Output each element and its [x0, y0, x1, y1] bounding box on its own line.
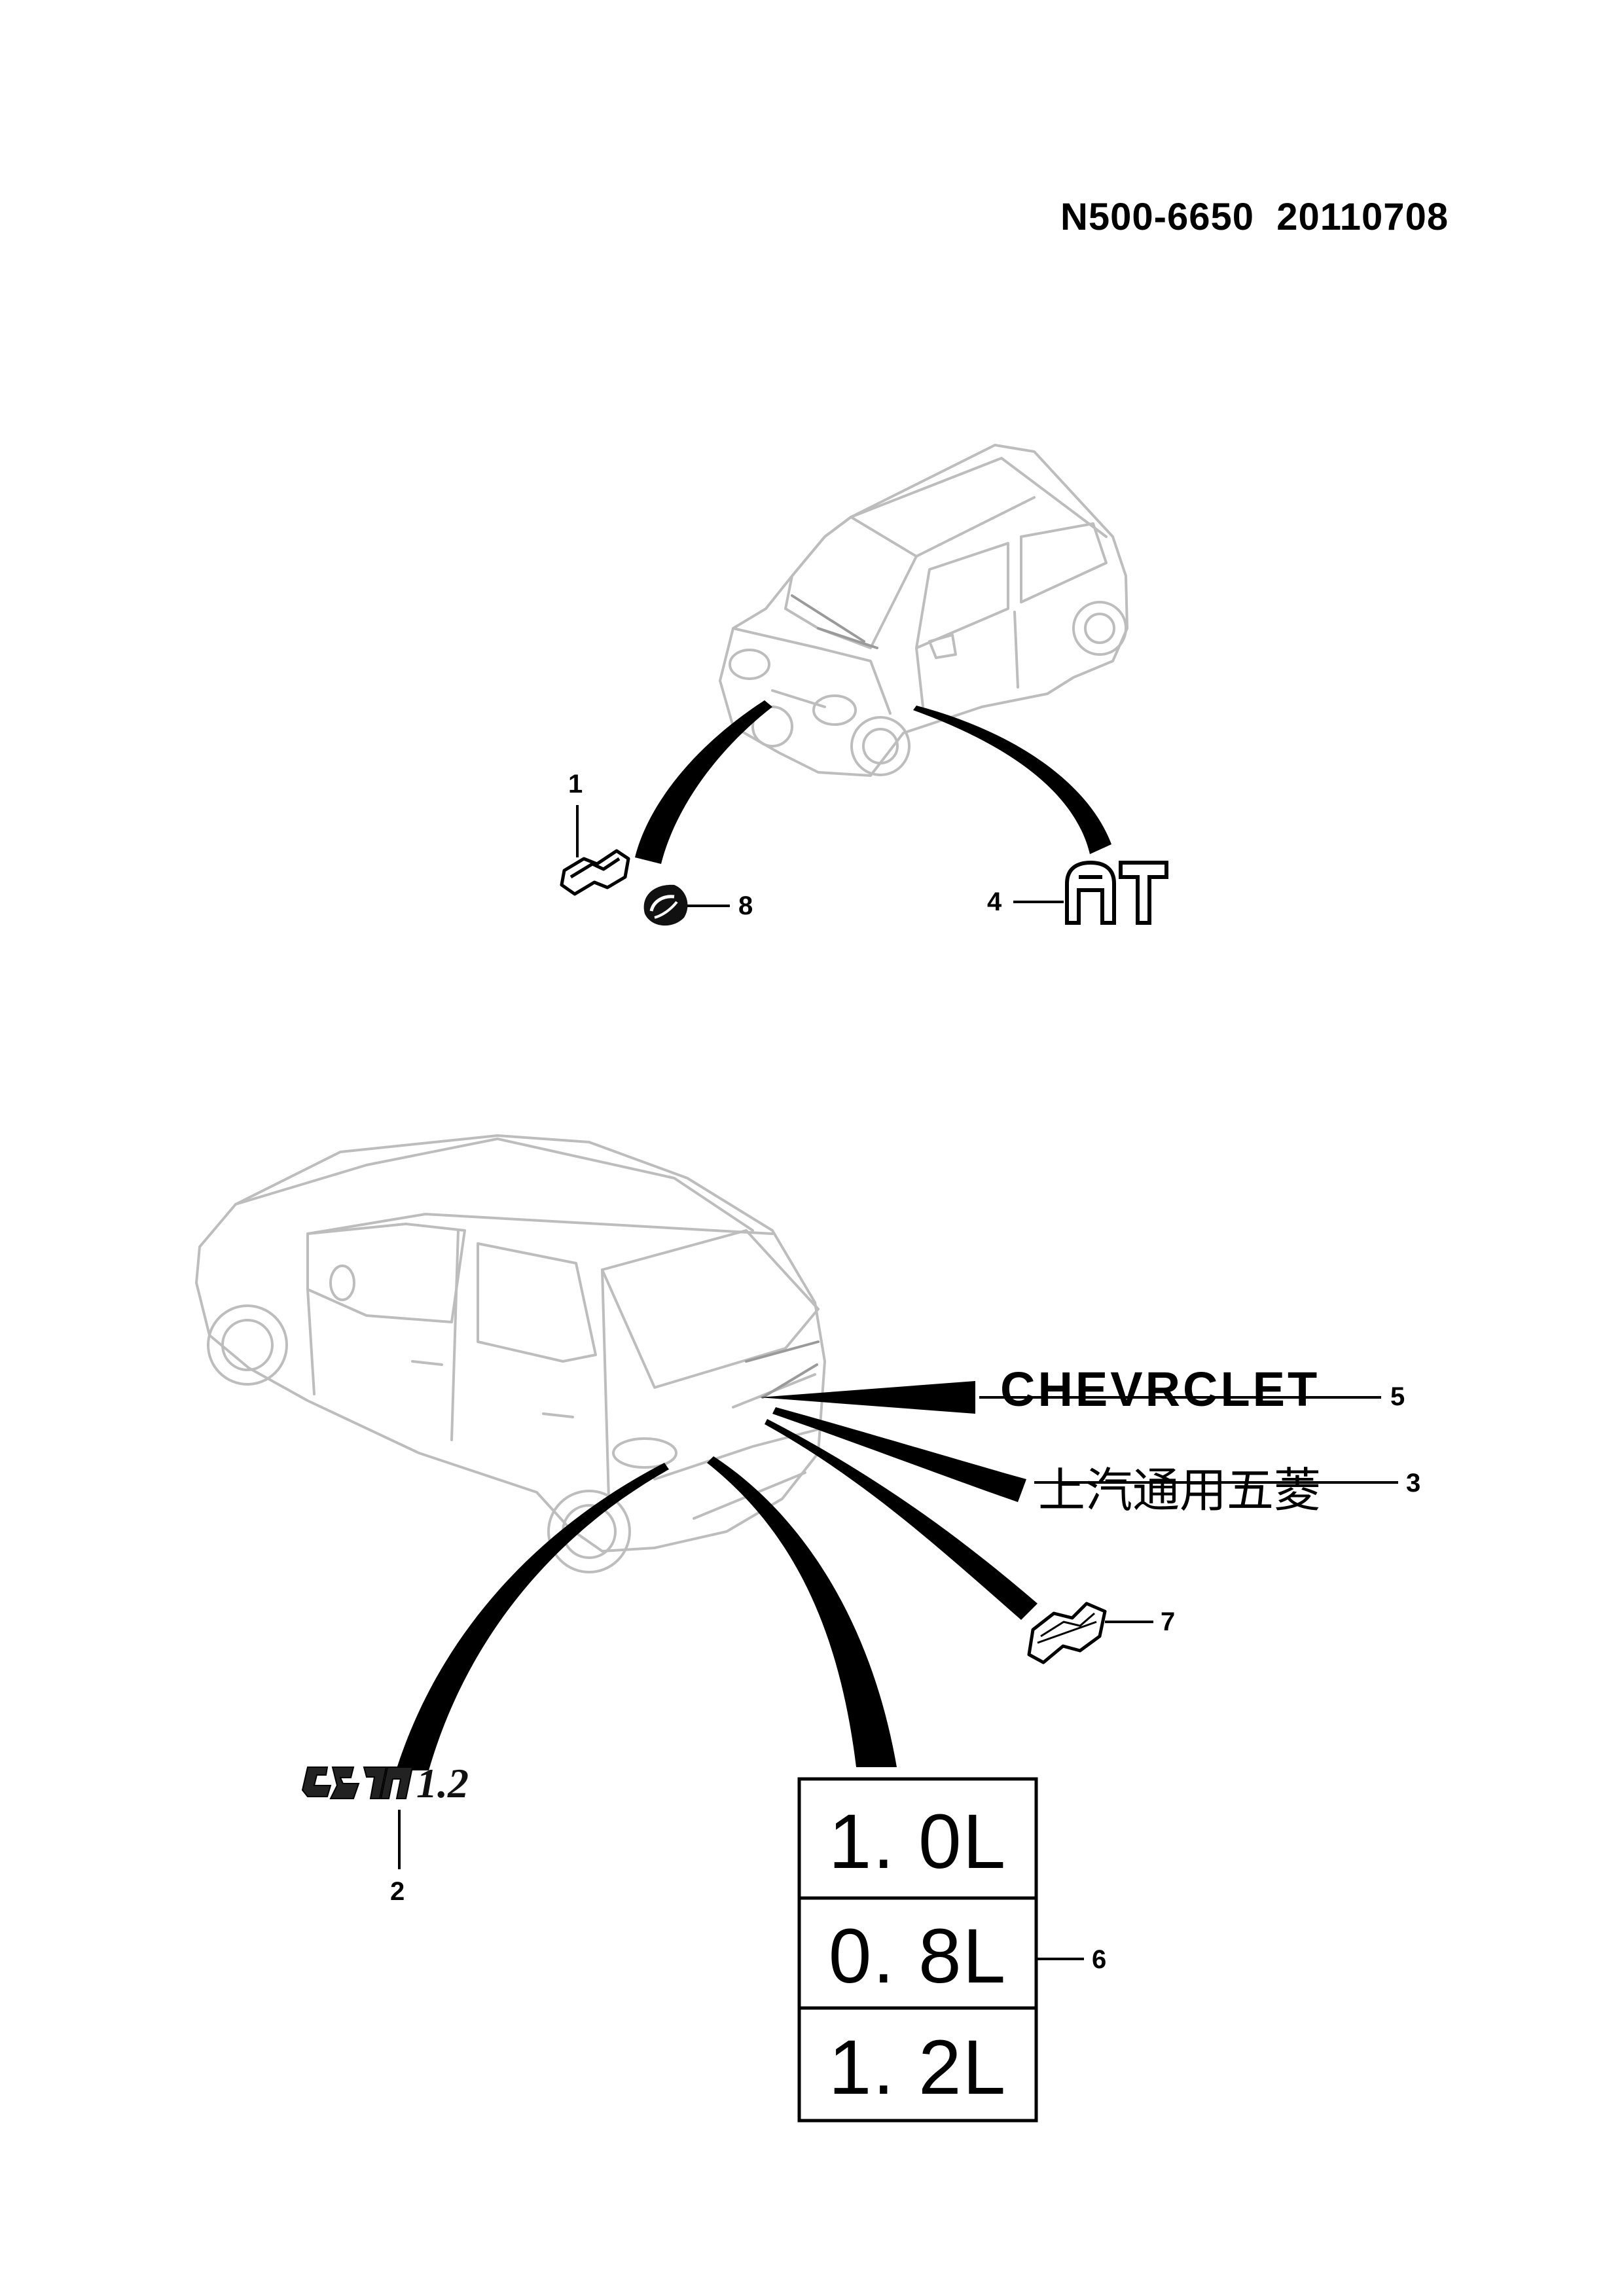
document-code: N500-6650 20110708 [1060, 196, 1449, 238]
model-emblem-number: 1.2 [416, 1760, 469, 1806]
callout-lines-top [576, 805, 1064, 907]
leader-sweep-5 [759, 1381, 975, 1414]
leader-sweep-3 [772, 1407, 1026, 1502]
displacement-badge-1-2l: 1. 2L [828, 2024, 1007, 2111]
bowtie-emblem-rear-icon [1027, 1602, 1107, 1664]
leader-sweep-4 [913, 706, 1111, 854]
chevrolet-word-badge: CHEVRCLET [1000, 1362, 1320, 1416]
rear-car-illustration [195, 1134, 829, 1573]
at-badge-icon [1065, 860, 1168, 925]
leader-sweep-6 [707, 1456, 897, 1767]
leader-sweep-8 [635, 700, 772, 864]
callout-4: 4 [987, 888, 1002, 916]
displacement-badge-frame [797, 1777, 1038, 2123]
callout-8: 8 [738, 891, 753, 920]
callout-2: 2 [390, 1877, 405, 1906]
leader-sweep-7 [765, 1419, 1038, 1620]
chinese-maker-badge: 上汽通用五菱 [1038, 1463, 1322, 1518]
callout-7: 7 [1161, 1607, 1176, 1636]
front-car-illustration [719, 444, 1128, 777]
displacement-badge-0-8l: 0. 8L [828, 1913, 1007, 2000]
small-oval-badge-icon [643, 884, 688, 926]
callout-6: 6 [1092, 1945, 1107, 1974]
model-name-emblem-glyphs [301, 1767, 414, 1799]
callout-5: 5 [1390, 1382, 1405, 1411]
bowtie-emblem-icon [560, 849, 630, 896]
callout-3: 3 [1406, 1469, 1421, 1498]
displacement-badge-1-0l: 1. 0L [828, 1799, 1007, 1885]
callout-1: 1 [568, 770, 583, 798]
callout-lines-bottom [398, 1396, 1398, 1960]
leader-sweep-2 [396, 1463, 669, 1770]
